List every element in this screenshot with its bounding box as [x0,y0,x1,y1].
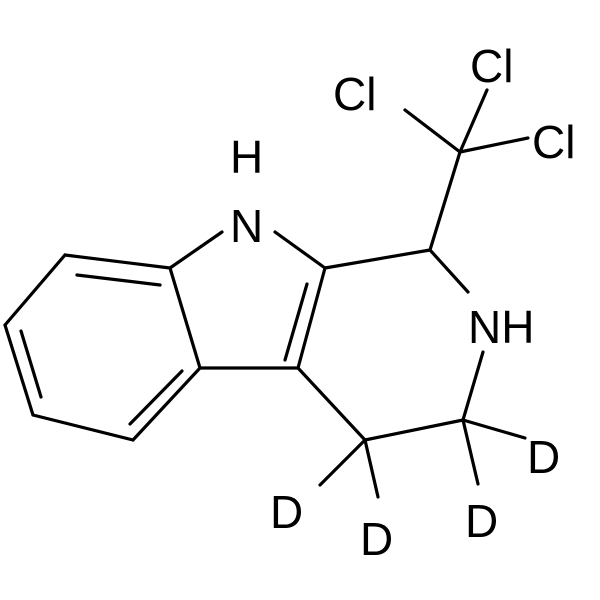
deuterium-label: D [527,431,560,483]
double-bond-inner [75,273,162,287]
chlorine-label: Cl [532,116,575,168]
bond [323,248,432,270]
bond [318,438,367,487]
bond [296,266,327,370]
deuterium-label: D [360,513,393,565]
bond [168,230,224,270]
chlorine-label: Cl [333,68,376,120]
bond [363,418,465,442]
bond [363,438,380,499]
piperidine-ring [296,248,485,442]
double-bond-inner [19,329,43,399]
double-bond-inner [128,369,184,426]
bond [428,150,462,252]
bond [31,413,135,442]
bond [461,350,485,422]
bond [458,136,530,154]
bond [296,366,367,442]
chlorine-label: Cl [470,40,513,92]
indole-nitrogen-label: N [230,200,263,252]
bond [131,366,202,442]
double-bond-inner [283,282,309,362]
bond [403,108,462,154]
bond [458,88,489,154]
deuterium-bonds [318,418,527,499]
bond [3,253,67,327]
trichloromethyl-group [403,88,530,252]
bond [63,253,172,270]
bond [461,418,480,486]
bond [3,323,35,417]
pyrrole-ring [168,230,327,370]
bond [461,418,527,440]
bond [168,266,202,370]
amine-nh-label: NH [468,301,534,353]
indole-hydrogen-label: H [230,131,263,183]
benzene-ring [3,253,202,442]
bond [273,230,327,270]
deuterium-label: D [270,486,303,538]
bond [428,248,470,294]
deuterium-label: D [465,495,498,547]
